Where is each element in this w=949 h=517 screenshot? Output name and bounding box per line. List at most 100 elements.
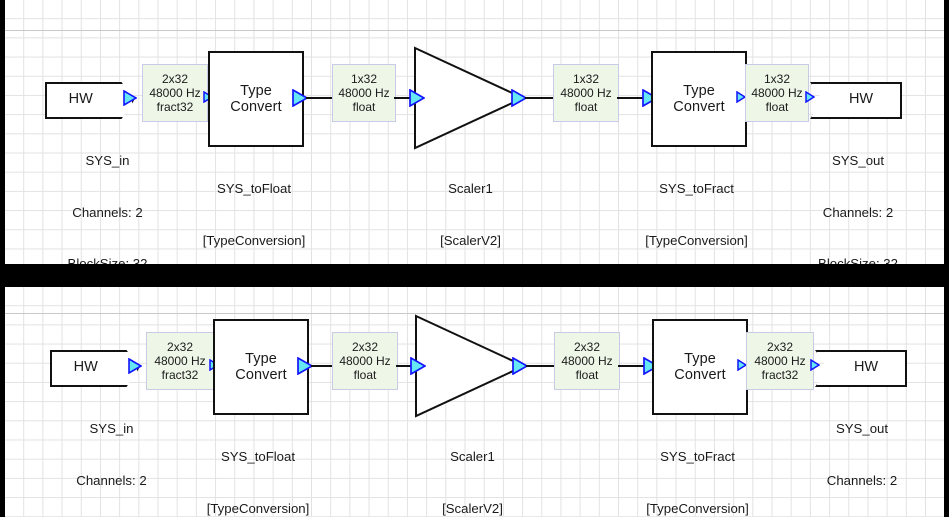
tag-rate: 48000 Hz <box>754 353 806 368</box>
top-tofract-input-port[interactable] <box>642 89 658 107</box>
tofract-block-label: Type Convert <box>674 351 725 383</box>
hw-in-shape <box>45 82 134 119</box>
sys-in-name: SYS_in <box>85 153 130 169</box>
top-sys-tofract-block[interactable]: Type Convert <box>651 51 747 147</box>
top-tag-input-signal[interactable]: 2x32 48000 Hz fract32 <box>142 64 208 122</box>
top-sys-tofract-caption: SYS_toFract [TypeConversion] float --> f… <box>615 146 778 264</box>
bottom-sys-tofract-block[interactable]: Type Convert <box>652 319 748 415</box>
tag-dims: 2x32 <box>766 339 794 354</box>
bottom-sys-out-caption: SYS_out Channels: 2 BlockSize: 32 Sample… <box>767 386 944 517</box>
tag-type: fract32 <box>161 368 199 383</box>
top-wire-scaler-to-tag <box>525 97 553 99</box>
bottom-sys-out-input-port[interactable] <box>810 359 820 371</box>
tag-rate: 48000 Hz <box>149 85 201 100</box>
tofract-block-label: Type Convert <box>673 83 724 115</box>
bottom-sys-tofloat-caption: SYS_toFloat [TypeConversion] fract32 -->… <box>177 414 339 517</box>
bottom-scaler-output-port[interactable] <box>512 357 528 375</box>
tofloat-label-line2: Convert <box>235 367 287 383</box>
sys-out-name: SYS_out <box>831 153 885 169</box>
bottom-sys-out-hw-block[interactable]: HW <box>815 350 907 387</box>
top-scaler-input-port[interactable] <box>409 89 425 107</box>
hw-out-shape <box>815 350 907 387</box>
tag-type: float <box>574 100 598 115</box>
bottom-sys-in-caption: SYS_in Channels: 2 BlockSize: 32 Sample … <box>9 386 214 517</box>
bottom-sys-tofloat-block[interactable]: Type Convert <box>213 319 309 415</box>
top-sys-out-hw-block[interactable]: HW <box>810 82 902 119</box>
top-pane-rule <box>5 30 944 31</box>
top-sys-tofloat-block[interactable]: Type Convert <box>208 51 304 147</box>
sys-out-prop-0: Channels: 2 <box>822 204 894 220</box>
tofract-label-line2: Convert <box>673 99 725 115</box>
bottom-tag-input-signal[interactable]: 2x32 48000 Hz fract32 <box>146 332 214 390</box>
tag-type: fract32 <box>761 368 799 383</box>
tag-rate: 48000 Hz <box>560 85 612 100</box>
scaler-class: [ScalerV2] <box>440 232 501 248</box>
bottom-sys-in-output-port[interactable] <box>128 358 142 374</box>
top-wire-tofloat-to-tag <box>306 97 334 99</box>
bottom-diagram-pane[interactable]: HW SYS_in Channels: 2 BlockSize: 32 Samp… <box>5 287 944 517</box>
tofloat-class: [TypeConversion] <box>202 232 306 248</box>
hw-out-label: HW <box>853 358 879 375</box>
top-scaler-caption: Scaler1 [ScalerV2] gain: 0 dB smoothingT… <box>368 146 573 264</box>
tag-type: float <box>352 100 376 115</box>
top-sys-out-input-port[interactable] <box>805 91 815 103</box>
tag-type: float <box>765 100 789 115</box>
tag-type: fract32 <box>156 100 194 115</box>
bottom-scaler-input-port[interactable] <box>410 357 426 375</box>
top-tofract-output-port[interactable] <box>736 91 746 103</box>
sys-in-prop-1: BlockSize: 32 <box>67 256 148 264</box>
top-sys-in-hw-block[interactable]: HW <box>45 82 134 119</box>
sys-in-name: SYS_in <box>89 421 134 437</box>
tag-dims: 1x32 <box>350 71 378 86</box>
tofract-class: [TypeConversion] <box>646 500 749 516</box>
top-sys-out-caption: SYS_out Channels: 2 BlockSize: 32 Sample… <box>763 118 944 264</box>
hw-out-label: HW <box>848 90 874 107</box>
hw-in-shape <box>50 350 139 387</box>
tofloat-name: SYS_toFloat <box>220 449 296 465</box>
bottom-tofract-input-port[interactable] <box>643 357 659 375</box>
tag-rate: 48000 Hz <box>339 353 391 368</box>
top-sys-in-output-port[interactable] <box>123 90 137 106</box>
tofloat-label-line2: Convert <box>230 99 282 115</box>
sys-out-prop-0: Channels: 2 <box>826 472 898 488</box>
top-scaler1-block[interactable] <box>413 46 525 150</box>
top-tofloat-output-port[interactable] <box>292 89 308 107</box>
top-scaler-output-port[interactable] <box>511 89 527 107</box>
tofloat-block-label: Type Convert <box>235 351 286 383</box>
bottom-tofloat-output-port[interactable] <box>297 357 313 375</box>
tofloat-class: [TypeConversion] <box>206 500 310 516</box>
separator-band <box>0 264 949 288</box>
top-wire-tag-to-tofract <box>617 97 645 99</box>
tofract-name: SYS_toFract <box>659 181 734 197</box>
tofloat-block-label: Type Convert <box>230 83 281 115</box>
bottom-tag-float-in[interactable]: 2x32 48000 Hz float <box>332 332 398 390</box>
top-sys-tofloat-caption: SYS_toFloat [TypeConversion] fract32 -->… <box>173 146 335 264</box>
bottom-wire-scaler-to-tag <box>526 365 554 367</box>
bottom-tag-output-signal[interactable]: 2x32 48000 Hz fract32 <box>746 332 814 390</box>
tag-dims: 1x32 <box>763 71 791 86</box>
top-tag-float-in[interactable]: 1x32 48000 Hz float <box>332 64 396 122</box>
tofloat-name: SYS_toFloat <box>216 181 292 197</box>
sys-in-prop-0: Channels: 2 <box>76 472 147 488</box>
hw-in-label: HW <box>68 90 93 107</box>
bottom-scaler-caption: Scaler1 [ScalerV2] gain: 0 dB smoothingT… <box>370 414 575 517</box>
tag-rate: 48000 Hz <box>561 353 613 368</box>
scaler-name: Scaler1 <box>450 449 495 465</box>
bottom-wire-tag-to-scaler <box>396 365 418 367</box>
tag-dims: 1x32 <box>572 71 600 86</box>
bottom-tag-float-out[interactable]: 2x32 48000 Hz float <box>554 332 620 390</box>
top-wire-tag-to-scaler <box>394 97 417 99</box>
bottom-tofract-output-port[interactable] <box>737 359 747 371</box>
top-tag-output-signal[interactable]: 1x32 48000 Hz float <box>745 64 809 122</box>
bottom-wire-tag-to-tofract <box>618 365 646 367</box>
tofloat-label-line1: Type <box>245 350 277 367</box>
tag-dims: 2x32 <box>161 71 189 86</box>
top-diagram-pane[interactable]: HW SYS_in Channels: 2 BlockSize: 32 Samp… <box>5 0 944 264</box>
tofloat-label-line1: Type <box>240 82 272 99</box>
bottom-scaler1-block[interactable] <box>414 314 526 418</box>
bottom-sys-in-hw-block[interactable]: HW <box>50 350 139 387</box>
top-tag-float-out[interactable]: 1x32 48000 Hz float <box>553 64 619 122</box>
scaler-name: Scaler1 <box>448 181 493 197</box>
tofract-label-line2: Convert <box>674 367 726 383</box>
